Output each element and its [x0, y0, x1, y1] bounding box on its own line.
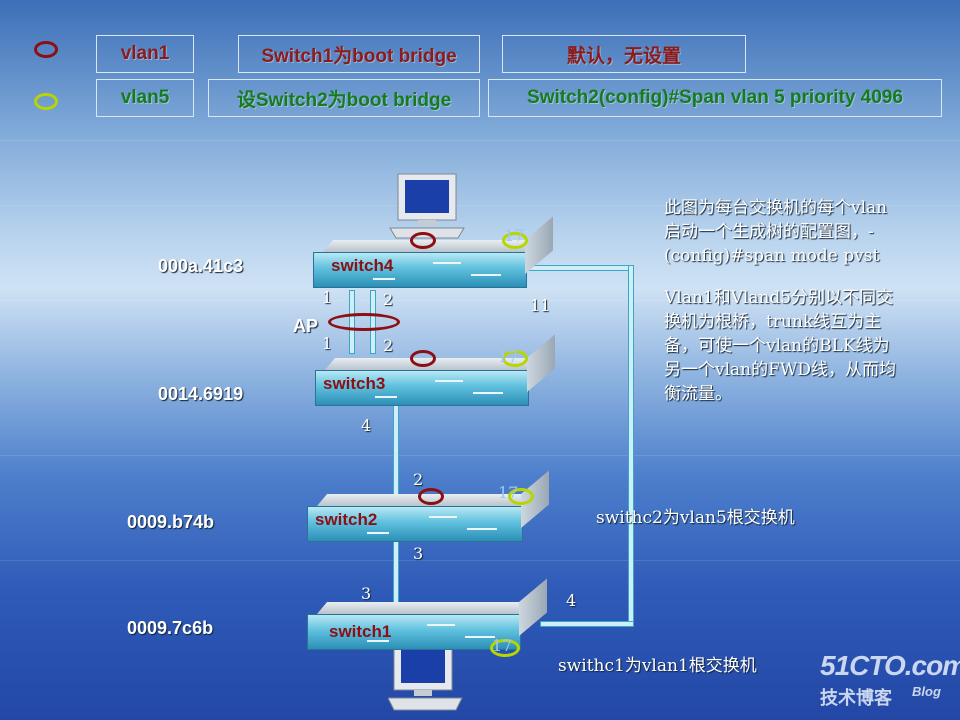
legend-vlan1-label: vlan1 — [96, 35, 194, 73]
switch3-name: switch3 — [323, 374, 386, 393]
port-s3-left: 1 — [322, 334, 333, 353]
watermark-blog: Blog — [912, 684, 941, 699]
trunk-cable-vertical — [628, 265, 634, 627]
legend-vlan5-marker-icon — [34, 93, 58, 110]
switch3-mac: 0014.6919 — [158, 384, 244, 404]
legend-vlan5-config: Switch2(config)#Span vlan 5 priority 409… — [488, 79, 942, 117]
switch2-mac: 0009.b74b — [127, 512, 215, 532]
s2-vlan1-marker-icon — [418, 488, 444, 505]
s3-vlan5-marker-icon — [502, 350, 528, 367]
port-s1-trunk: 4 — [566, 591, 577, 610]
legend-vlan5-root: 设Switch2为boot bridge — [208, 79, 480, 117]
switch1-mac: 0009.7c6b — [127, 618, 214, 638]
switch1-name: switch1 — [329, 622, 392, 641]
legend-vlan5-label: vlan5 — [96, 79, 194, 117]
switch4-mac: 000a.41c3 — [158, 256, 244, 276]
watermark-site: 51CTO.com — [820, 650, 960, 681]
s3-vlan1-marker-icon — [410, 350, 436, 367]
note-switch1-root: swithc1为vlan1根交换机 — [558, 656, 757, 676]
port-s3-right: 2 — [383, 336, 394, 355]
s4-port-17: 17 — [504, 226, 525, 245]
trunk-cable-horizontal-top — [524, 265, 634, 271]
s2-vlan5-marker-icon — [508, 488, 534, 505]
switch4-name: switch4 — [331, 256, 394, 275]
trunk-cable-horizontal-bottom — [540, 621, 634, 627]
port-s1-up: 3 — [361, 584, 372, 603]
watermark-label: 技术博客 — [820, 688, 892, 709]
legend-vlan1-marker-icon — [34, 41, 58, 58]
switch2-name: switch2 — [315, 510, 378, 529]
port-s4-trunk: 11 — [530, 296, 551, 315]
note-paragraph-1: 此图为每台交换机的每个vlan 启动一个生成树的配置图，- (config)#s… — [664, 198, 888, 266]
cable-s2-s1 — [393, 540, 399, 606]
legend-vlan1-root: Switch1为boot bridge — [238, 35, 480, 73]
s4-vlan5-marker-icon — [502, 232, 528, 249]
port-s2-down: 3 — [413, 544, 424, 563]
port-s2-up: 2 — [413, 470, 424, 489]
legend-vlan1-config: 默认，无设置 — [502, 35, 746, 73]
ap-label: AP — [293, 316, 319, 336]
computer-bottom-icon — [388, 643, 463, 711]
port-s3-down: 4 — [361, 416, 372, 435]
computer-top-icon — [389, 173, 465, 239]
port-s4-left: 1 — [322, 288, 333, 307]
s2-port-17: 17 — [498, 483, 519, 502]
note-switch2-root: swithc2为vlan5根交换机 — [596, 508, 795, 528]
port-s4-right: 2 — [383, 290, 394, 309]
s4-vlan1-marker-icon — [410, 232, 436, 249]
ap-marker-icon — [328, 313, 400, 331]
note-paragraph-2: Vlan1和Vland5分别以不同交 换机为根桥，trunk线互为主 备，可使一… — [664, 288, 897, 404]
s1-port-17: 17 — [492, 636, 513, 655]
s1-vlan5-marker-icon — [490, 639, 520, 657]
s3-port-17: 17 — [498, 347, 519, 366]
cable-s3-s2 — [393, 404, 399, 504]
